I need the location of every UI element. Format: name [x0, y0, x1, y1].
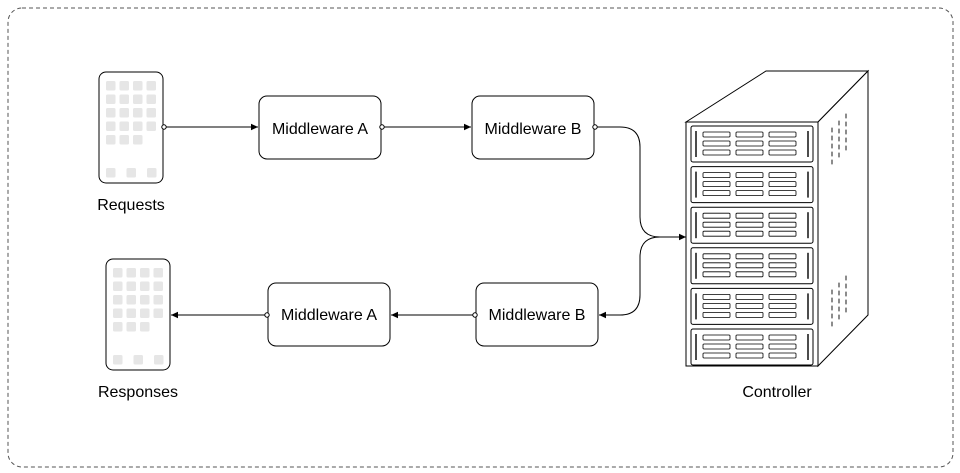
bottom-middleware-b-label: Middleware B — [489, 307, 586, 324]
top-middleware-b-box: Middleware B — [471, 95, 595, 160]
diagram-frame — [7, 7, 954, 468]
top-middleware-b-label: Middleware B — [485, 121, 582, 138]
responses-label: Responses — [98, 384, 178, 401]
requests-label: Requests — [97, 197, 165, 214]
edge-middleware-b-to-controller — [595, 126, 686, 241]
controller-label: Controller — [742, 384, 812, 401]
top-middleware-a-label: Middleware A — [272, 121, 368, 138]
connection-ports — [161, 124, 598, 318]
requests-phone-icon — [98, 71, 164, 184]
bottom-middleware-a-box: Middleware A — [267, 282, 391, 347]
bottom-middleware-a-label: Middleware A — [281, 307, 377, 324]
controller-server-icon — [684, 69, 870, 368]
top-middleware-a-box: Middleware A — [258, 95, 382, 160]
bottom-middleware-b-box: Middleware B — [475, 282, 599, 347]
responses-phone-icon — [105, 258, 171, 371]
edge-controller-to-middleware-b — [599, 236, 686, 319]
